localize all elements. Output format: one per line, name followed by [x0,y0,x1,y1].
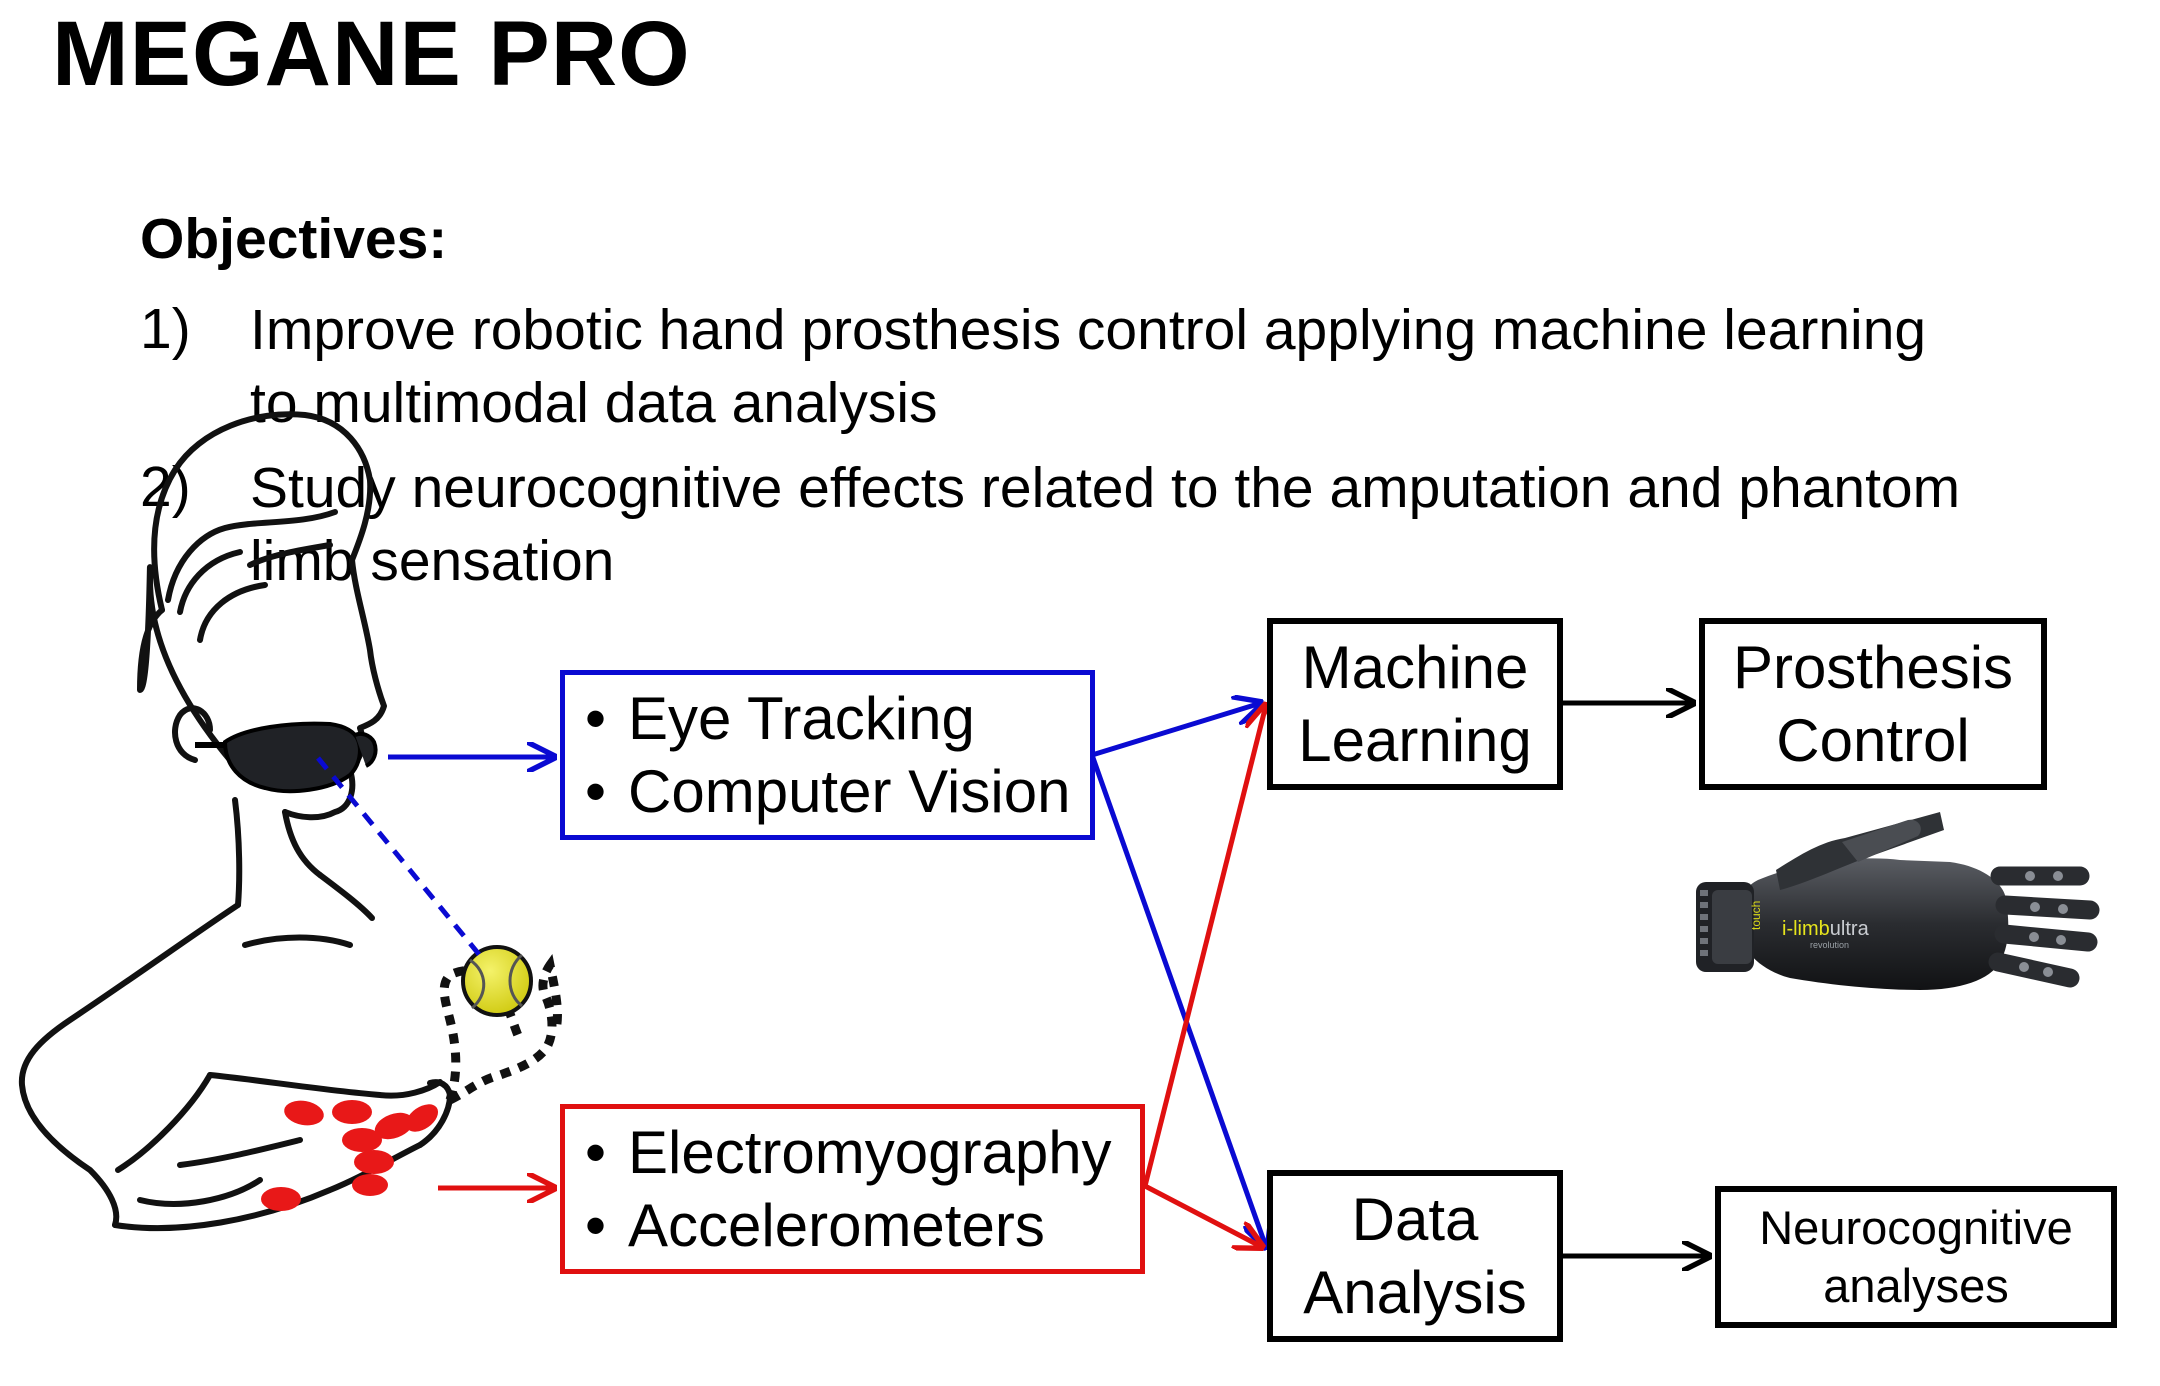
arrow-input2-to-da [1143,1183,1262,1247]
hand-brand-name: i-limb [1782,918,1830,940]
list-item-accelerometers: Accelerometers [585,1189,1140,1262]
data-analysis-line-1: Data [1351,1186,1479,1253]
hand-subtitle-text: revolution [1810,940,1849,950]
list-item-electromyography: Electromyography [585,1116,1140,1189]
arrow-input1-to-ml [1091,703,1261,758]
page-title: MEGANE PRO [52,3,691,105]
data-analysis-line-2: Analysis [1303,1259,1527,1326]
neurocognitive-line-1: Neurocognitive [1759,1201,2073,1254]
machine-learning-line-1: Machine [1301,634,1529,701]
objectives-heading: Objectives: [140,207,448,271]
arrow-input2-to-ml [1142,705,1266,1187]
prosthesis-control-line-1: Prosthesis [1732,634,2014,701]
emg-box: Electromyography Accelerometers [560,1104,1145,1274]
prosthesis-control-box: Prosthesis Control [1699,618,2047,790]
gaze-dashed-line [316,756,484,960]
tennis-ball-icon [461,945,533,1017]
sunglasses-icon [195,721,378,794]
objective-1-text: Improve robotic hand prosthesis control … [250,294,1926,440]
arrow-input1-to-da [1089,754,1266,1247]
objective-2-line-1: Study neurocognitive effects related to … [250,456,1961,520]
list-item-computer-vision: Computer Vision [585,755,1090,828]
objective-1-line-2: to multimodal data analysis [250,371,938,435]
person-with-glasses-icon [18,411,453,1232]
neurocognitive-line-2: analyses [1823,1259,2009,1312]
neurocognitive-box: Neurocognitive analyses [1715,1186,2117,1328]
data-analysis-box: Data Analysis [1267,1170,1563,1342]
objective-1-line-1: Improve robotic hand prosthesis control … [250,298,1927,362]
objective-2-line-2: limb sensation [250,529,615,593]
eye-tracking-box: Eye Tracking Computer Vision [560,670,1095,840]
objective-2-text: Study neurocognitive effects related to … [250,452,1960,598]
machine-learning-line-2: Learning [1298,707,1532,774]
objective-1-number: 1) [140,297,191,361]
prosthesis-control-line-2: Control [1776,707,1970,774]
hand-model-name: ultra [1830,918,1870,940]
hand-badge-text: touch [1749,901,1763,930]
prosthetic-hand-image: touch i-limbultra revolution [1696,812,2100,990]
machine-learning-box: Machine Learning [1267,618,1563,790]
emg-sensor-icon [261,1100,439,1211]
list-item-eye-tracking: Eye Tracking [585,682,1090,755]
hand-brand-text: i-limbultra [1782,918,1870,940]
